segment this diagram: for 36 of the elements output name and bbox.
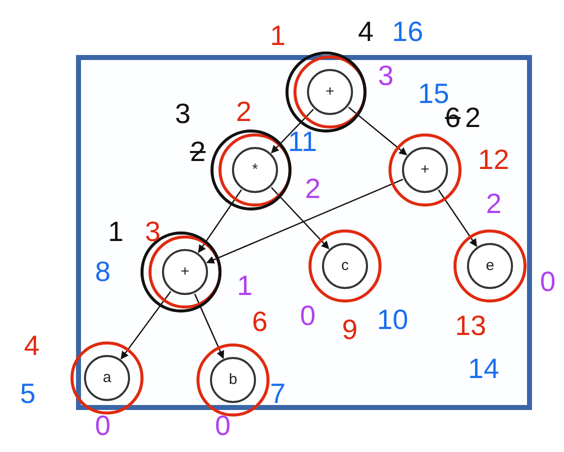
handwritten-number: 8	[95, 258, 111, 286]
handwritten-number: 3	[175, 100, 191, 128]
handwritten-number: 2	[305, 175, 321, 203]
handwritten-number: 12	[478, 146, 510, 174]
handwritten-number: 4	[358, 18, 374, 46]
handwritten-number: 2	[190, 138, 206, 166]
handwritten-number: 5	[20, 380, 36, 408]
arrow	[270, 187, 330, 250]
handwritten-number: 1	[108, 218, 124, 246]
handwritten-number: 0	[540, 268, 556, 296]
handwritten-number: 6	[252, 308, 268, 336]
handwritten-number: 4	[24, 332, 40, 360]
handwritten-number: 10	[377, 306, 408, 334]
handwritten-number: 13	[455, 312, 486, 340]
handwritten-number: 0	[95, 412, 111, 440]
handwritten-number: 3	[145, 218, 161, 246]
handwritten-number: 11	[288, 128, 318, 156]
arrow	[206, 178, 404, 264]
handwritten-number: 9	[342, 316, 358, 344]
arrow	[120, 290, 172, 360]
handwritten-number: 3	[378, 62, 394, 90]
handwritten-number: 2	[486, 190, 502, 218]
arrow	[438, 190, 478, 247]
arrow	[194, 294, 224, 359]
arrow	[348, 106, 408, 156]
handwritten-number: 2	[465, 104, 481, 132]
handwritten-number: 14	[468, 355, 500, 383]
handwritten-number: 1	[237, 272, 253, 300]
handwritten-number: 7	[270, 380, 286, 408]
handwritten-number: 2	[236, 98, 252, 126]
handwritten-number: 0	[215, 412, 231, 440]
handwritten-number: 16	[392, 18, 424, 46]
handwritten-number: 1	[270, 22, 286, 50]
arrow	[198, 189, 242, 254]
arrow	[270, 108, 314, 154]
handwritten-number: 0	[300, 302, 316, 330]
